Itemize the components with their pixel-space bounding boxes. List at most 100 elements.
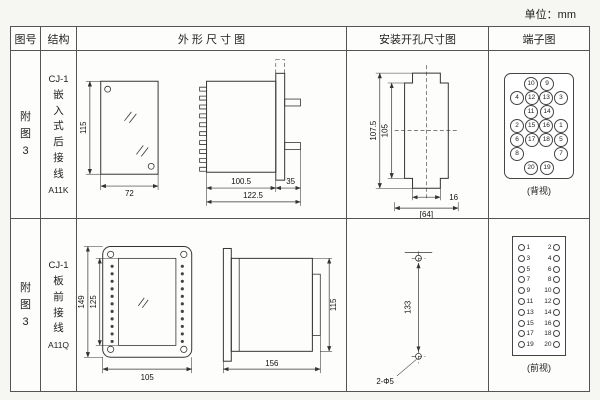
hole-layout: 133 2-Φ5 <box>376 251 433 386</box>
terminal-cell: 7 <box>518 276 532 284</box>
terminal-cell: 5 <box>518 265 532 273</box>
terminal-hole-icon <box>518 254 525 262</box>
dim-149: 149 <box>77 295 86 309</box>
terminal-number: 2 <box>547 243 552 251</box>
dim-side-122-5: 122.5 <box>243 191 263 200</box>
terminal-cell: 8 <box>546 276 560 284</box>
terminal-circle: 9 <box>540 76 554 91</box>
terminal-circle: 15 <box>524 118 539 133</box>
dim-front-width: 72 <box>125 189 134 198</box>
terminal-hole-icon <box>553 319 560 327</box>
terminal-empty-slot <box>556 105 568 117</box>
terminal-hole-icon <box>553 243 560 251</box>
terminal-hole-icon <box>553 341 560 349</box>
terminal-number: 17 <box>526 330 534 338</box>
header-outline: 外 形 尺 寸 图 <box>77 27 347 51</box>
terminal-hole-icon <box>553 298 560 306</box>
mounting-drawing-a11q: 133 2-Φ5 <box>376 251 433 386</box>
dim-125: 125 <box>89 295 98 309</box>
header-fig-no: 图号 <box>11 27 41 51</box>
terminal-cell: 14 <box>543 308 560 316</box>
terminal-number: 5 <box>526 265 531 273</box>
dim-side-35: 35 <box>286 177 295 186</box>
terminal-empty-slot <box>556 161 568 173</box>
terminal-caption-rear: (背视) <box>527 185 551 196</box>
terminal-empty-slot <box>510 77 522 89</box>
terminal-hole-icon <box>518 298 525 306</box>
terminal-cell: 9 <box>518 287 532 295</box>
terminal-hole-icon <box>553 287 560 295</box>
fig-no: 附图3 <box>20 281 31 328</box>
terminal-number: 10 <box>544 287 552 295</box>
terminal-circle: 20 <box>524 160 538 175</box>
dim-16: 16 <box>449 193 458 202</box>
model-name: CJ-1 <box>48 73 69 85</box>
terminal-hole-icon <box>553 330 560 338</box>
terminal-cell: 15 <box>518 319 535 327</box>
terminal-number: 16 <box>544 319 552 327</box>
model-code: A11Q <box>47 340 70 351</box>
terminal-empty-slot <box>556 77 568 89</box>
terminal-circle: 4 <box>510 90 524 105</box>
terminal-number: 19 <box>526 341 534 349</box>
terminal-hole-icon <box>518 330 525 338</box>
row2-structure-cell: CJ-1 板前接线 A11Q <box>41 219 77 391</box>
terminal-circle: 6 <box>510 132 524 147</box>
structure-desc: 板前接线 <box>53 275 64 335</box>
terminal-number: 15 <box>526 319 534 327</box>
dim-front-height: 115 <box>79 121 88 134</box>
unit-label: 单位：mm <box>524 9 576 21</box>
terminal-number: 7 <box>526 276 531 284</box>
terminal-circle: 10 <box>524 76 538 91</box>
front-view-a11k: 115 72 <box>79 80 159 198</box>
terminal-number: 6 <box>547 265 552 273</box>
terminal-empty-slot <box>540 147 552 159</box>
dim-105: 105 <box>381 123 390 137</box>
terminal-cell: 17 <box>518 330 535 338</box>
terminal-cell: 18 <box>543 330 560 338</box>
terminal-circle: 17 <box>524 132 539 147</box>
terminal-circle: 1 <box>553 118 568 133</box>
dim-115-row2: 115 <box>329 298 338 311</box>
terminal-number: 9 <box>526 287 531 295</box>
hole-spec-label: 2-Φ5 <box>376 377 394 386</box>
terminal-circle: 18 <box>539 132 554 147</box>
terminal-cell: 1 <box>518 243 532 251</box>
header-mounting: 安装开孔尺寸图 <box>347 27 489 51</box>
side-view-a11q: 156 115 <box>222 248 338 374</box>
structure-desc: 嵌入式后接线 <box>53 88 64 180</box>
terminal-circle: 8 <box>510 146 524 161</box>
terminal-empty-slot <box>510 161 522 173</box>
terminal-cell: 4 <box>546 254 560 262</box>
row1-fig-no-cell: 附图3 <box>11 51 41 220</box>
terminal-cell: 11 <box>518 298 535 306</box>
terminal-number: 11 <box>526 298 534 306</box>
outline-drawing-a11k: 115 72 100.5 35 <box>79 59 301 206</box>
front-view-a11q: 149 125 105 <box>77 246 193 382</box>
terminal-circle: 12 <box>524 90 539 105</box>
spec-table: 图号 结构 外 形 尺 寸 图 安装开孔尺寸图 端子图 附图3 CJ-1 嵌入式… <box>10 26 590 392</box>
terminal-circle: 14 <box>540 104 554 119</box>
terminal-number: 3 <box>526 254 531 262</box>
terminal-cell: 3 <box>518 254 532 262</box>
row1-mounting-cell: 107.5 105 16 [64] <box>347 51 489 220</box>
model-code: A11K <box>48 185 69 196</box>
dim-side-100-5: 100.5 <box>231 177 251 186</box>
terminal-circle: 16 <box>539 118 554 133</box>
terminal-cell: 16 <box>543 319 560 327</box>
terminal-caption-front: (前视) <box>527 363 551 374</box>
terminal-hole-icon <box>518 265 525 273</box>
terminal-cell: 13 <box>518 308 535 316</box>
header-structure: 结构 <box>41 27 77 51</box>
terminal-number: 14 <box>544 308 552 316</box>
terminal-number: 4 <box>547 254 552 262</box>
panel-cutout: 107.5 105 16 [64] <box>369 65 459 218</box>
terminal-hole-icon <box>518 308 525 316</box>
terminal-circle: 13 <box>539 90 554 105</box>
terminal-hole-icon <box>553 265 560 273</box>
